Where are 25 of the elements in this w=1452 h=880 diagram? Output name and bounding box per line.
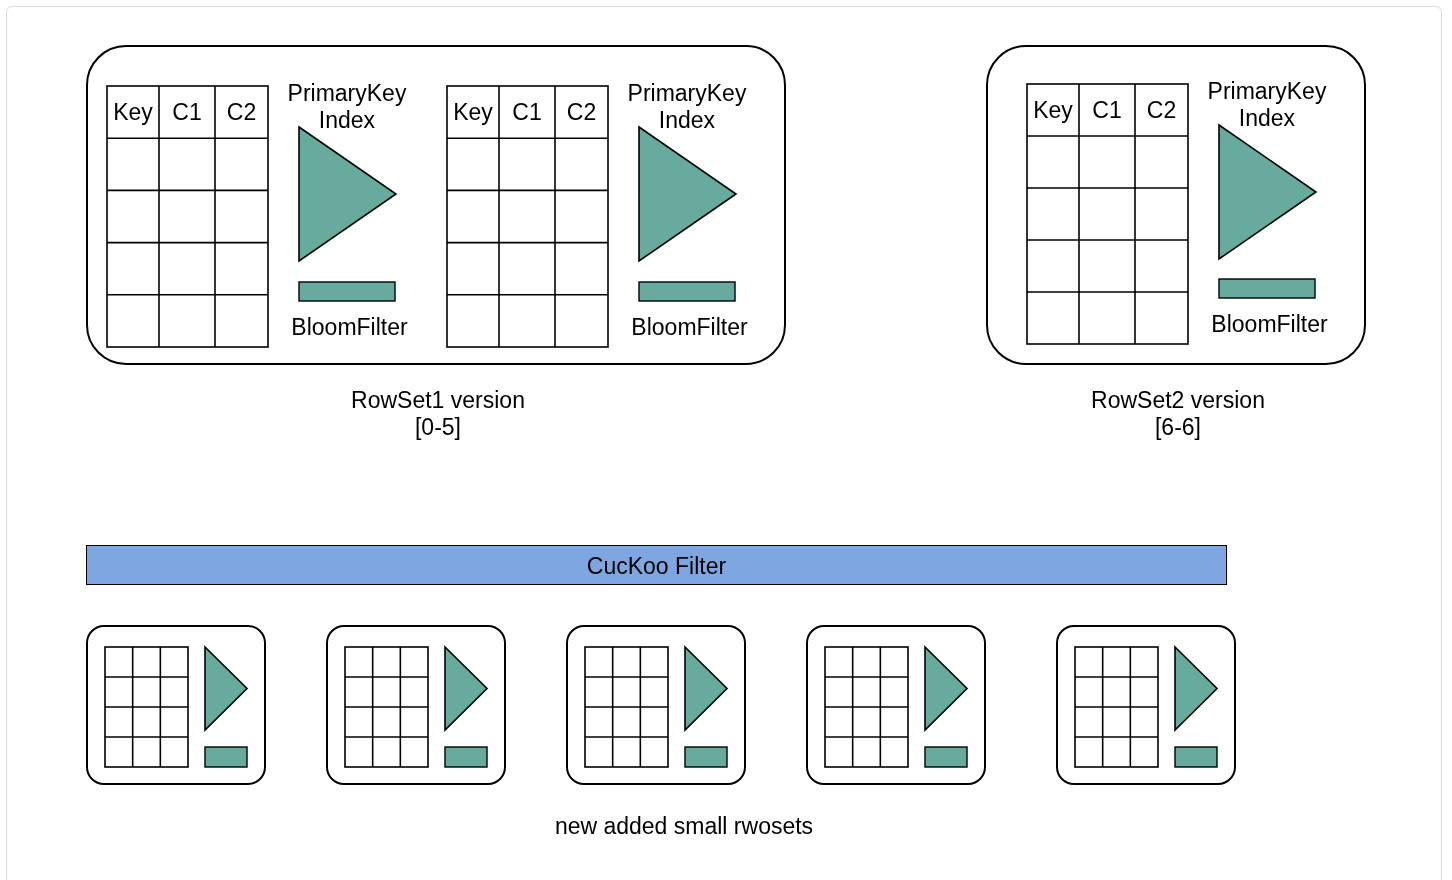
rowset-box	[806, 625, 986, 785]
column-header: Key	[112, 99, 154, 127]
rowset-box	[1056, 625, 1236, 785]
filter-label: BloomFilter	[1210, 311, 1329, 338]
filter-label: BloomFilter	[630, 314, 749, 341]
rowset-box	[326, 625, 506, 785]
rowset-box	[566, 625, 746, 785]
filter-band	[86, 545, 1227, 585]
rowset-caption: RowSet2 version [6-6]	[1090, 387, 1266, 441]
column-header: C2	[225, 99, 258, 127]
index-label: PrimaryKey Index	[1206, 78, 1328, 132]
column-header: C1	[171, 99, 203, 127]
column-header: C1	[1091, 97, 1123, 124]
column-header: C2	[565, 99, 598, 127]
rowset-caption: RowSet1 version [0-5]	[350, 387, 526, 441]
index-label: PrimaryKey Index	[626, 80, 748, 134]
filter-label: BloomFilter	[290, 314, 409, 341]
filter-band-label: CucKoo Filter	[585, 553, 728, 580]
column-header: C2	[1145, 97, 1178, 124]
column-header: Key	[452, 99, 494, 127]
rowset-box	[86, 625, 266, 785]
note-text: new added small rwosets	[553, 813, 815, 840]
column-header: Key	[1032, 97, 1074, 124]
column-header: C1	[511, 99, 543, 127]
index-label: PrimaryKey Index	[286, 80, 408, 134]
